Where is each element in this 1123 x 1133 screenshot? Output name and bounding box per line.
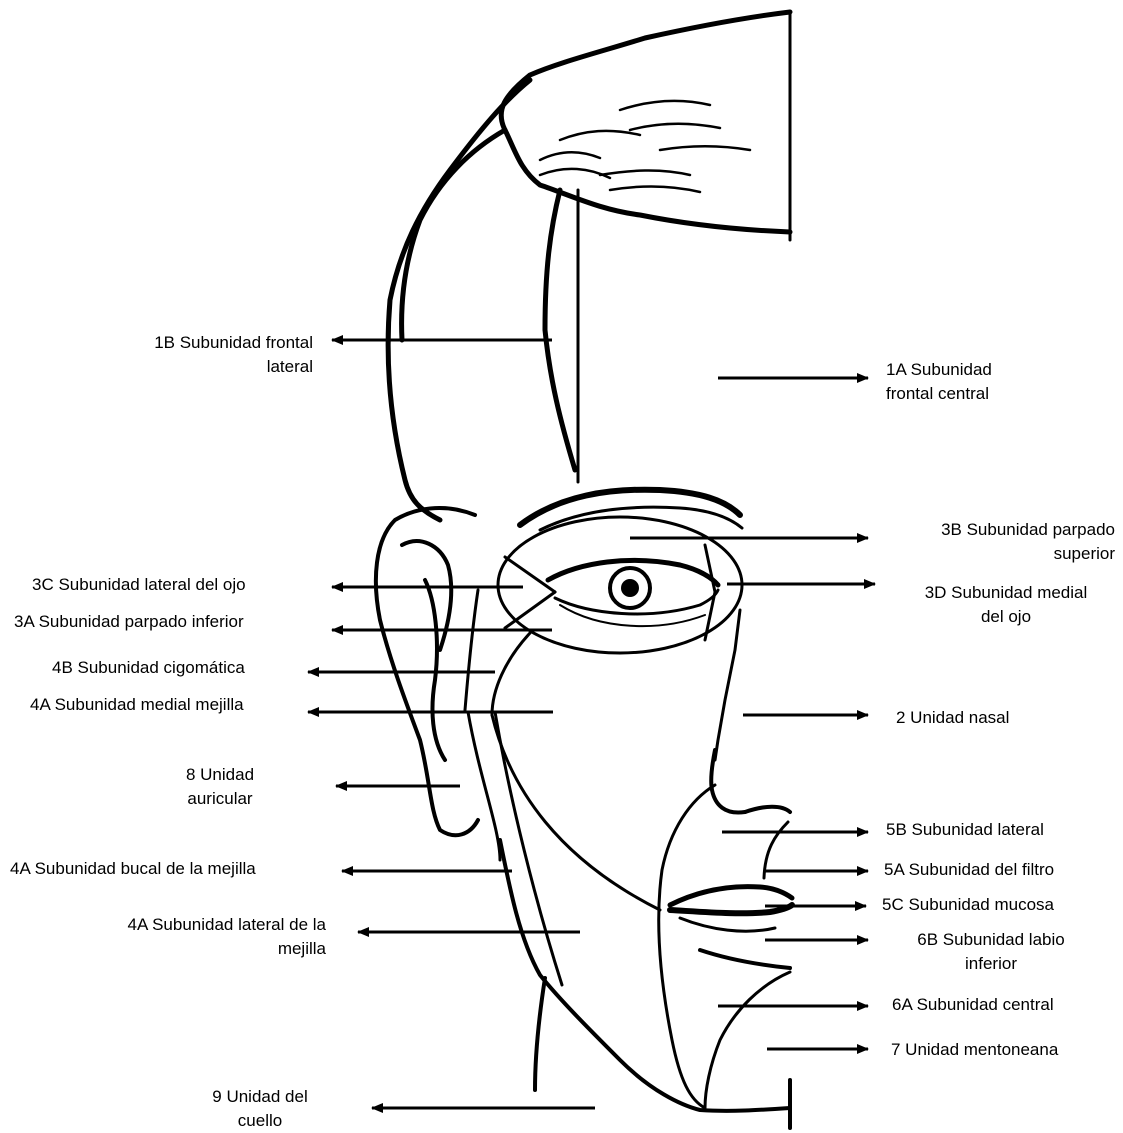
eyebrow — [520, 490, 742, 530]
nose-outline — [711, 750, 790, 813]
eye — [548, 560, 718, 626]
label-6b-subunidad-labio-inferior: 6B Subunidad labio inferior — [886, 928, 1096, 976]
label-3a-subunidad-parpado-inferior: 3A Subunidad parpado inferior — [14, 610, 244, 634]
subunit-boundaries — [465, 190, 790, 1108]
label-4a-subunidad-bucal-de-la-mejilla: 4A Subunidad bucal de la mejilla — [10, 857, 256, 881]
label-5c-subunidad-mucosa: 5C Subunidad mucosa — [882, 893, 1054, 917]
label-3d-subunidad-medial-del-ojo: 3D Subunidad medial del ojo — [895, 581, 1117, 629]
forehead-outline — [388, 12, 790, 520]
label-5b-subunidad-lateral: 5B Subunidad lateral — [886, 818, 1044, 842]
label-1b-subunidad-frontal-lateral: 1B Subunidad frontal lateral — [154, 331, 313, 379]
label-2-unidad-nasal: 2 Unidad nasal — [896, 706, 1009, 730]
label-9-unidad-del-cuello: 9 Unidad del cuello — [195, 1085, 325, 1133]
forehead-wrinkles — [540, 101, 750, 192]
label-3c-subunidad-lateral-del-ojo: 3C Subunidad lateral del ojo — [32, 573, 246, 597]
label-4b-subunidad-cigomatica: 4B Subunidad cigomática — [52, 656, 245, 680]
label-5a-subunidad-del-filtro: 5A Subunidad del filtro — [884, 858, 1054, 882]
label-8-unidad-auricular: 8 Unidad auricular — [160, 763, 280, 811]
label-6a-subunidad-central: 6A Subunidad central — [892, 993, 1054, 1017]
label-1a-subunidad-frontal-central: 1A Subunidad frontal central — [886, 358, 992, 406]
label-3b-subunidad-parpado-superior: 3B Subunidad parpado superior — [941, 518, 1115, 566]
lips — [670, 887, 792, 968]
label-4a-subunidad-medial-mejilla: 4A Subunidad medial mejilla — [30, 693, 244, 717]
label-7-unidad-mentoneana: 7 Unidad mentoneana — [891, 1038, 1058, 1062]
label-4a-subunidad-lateral-de-la-mejilla: 4A Subunidad lateral de la mejilla — [128, 913, 327, 961]
label-arrows — [308, 340, 875, 1108]
